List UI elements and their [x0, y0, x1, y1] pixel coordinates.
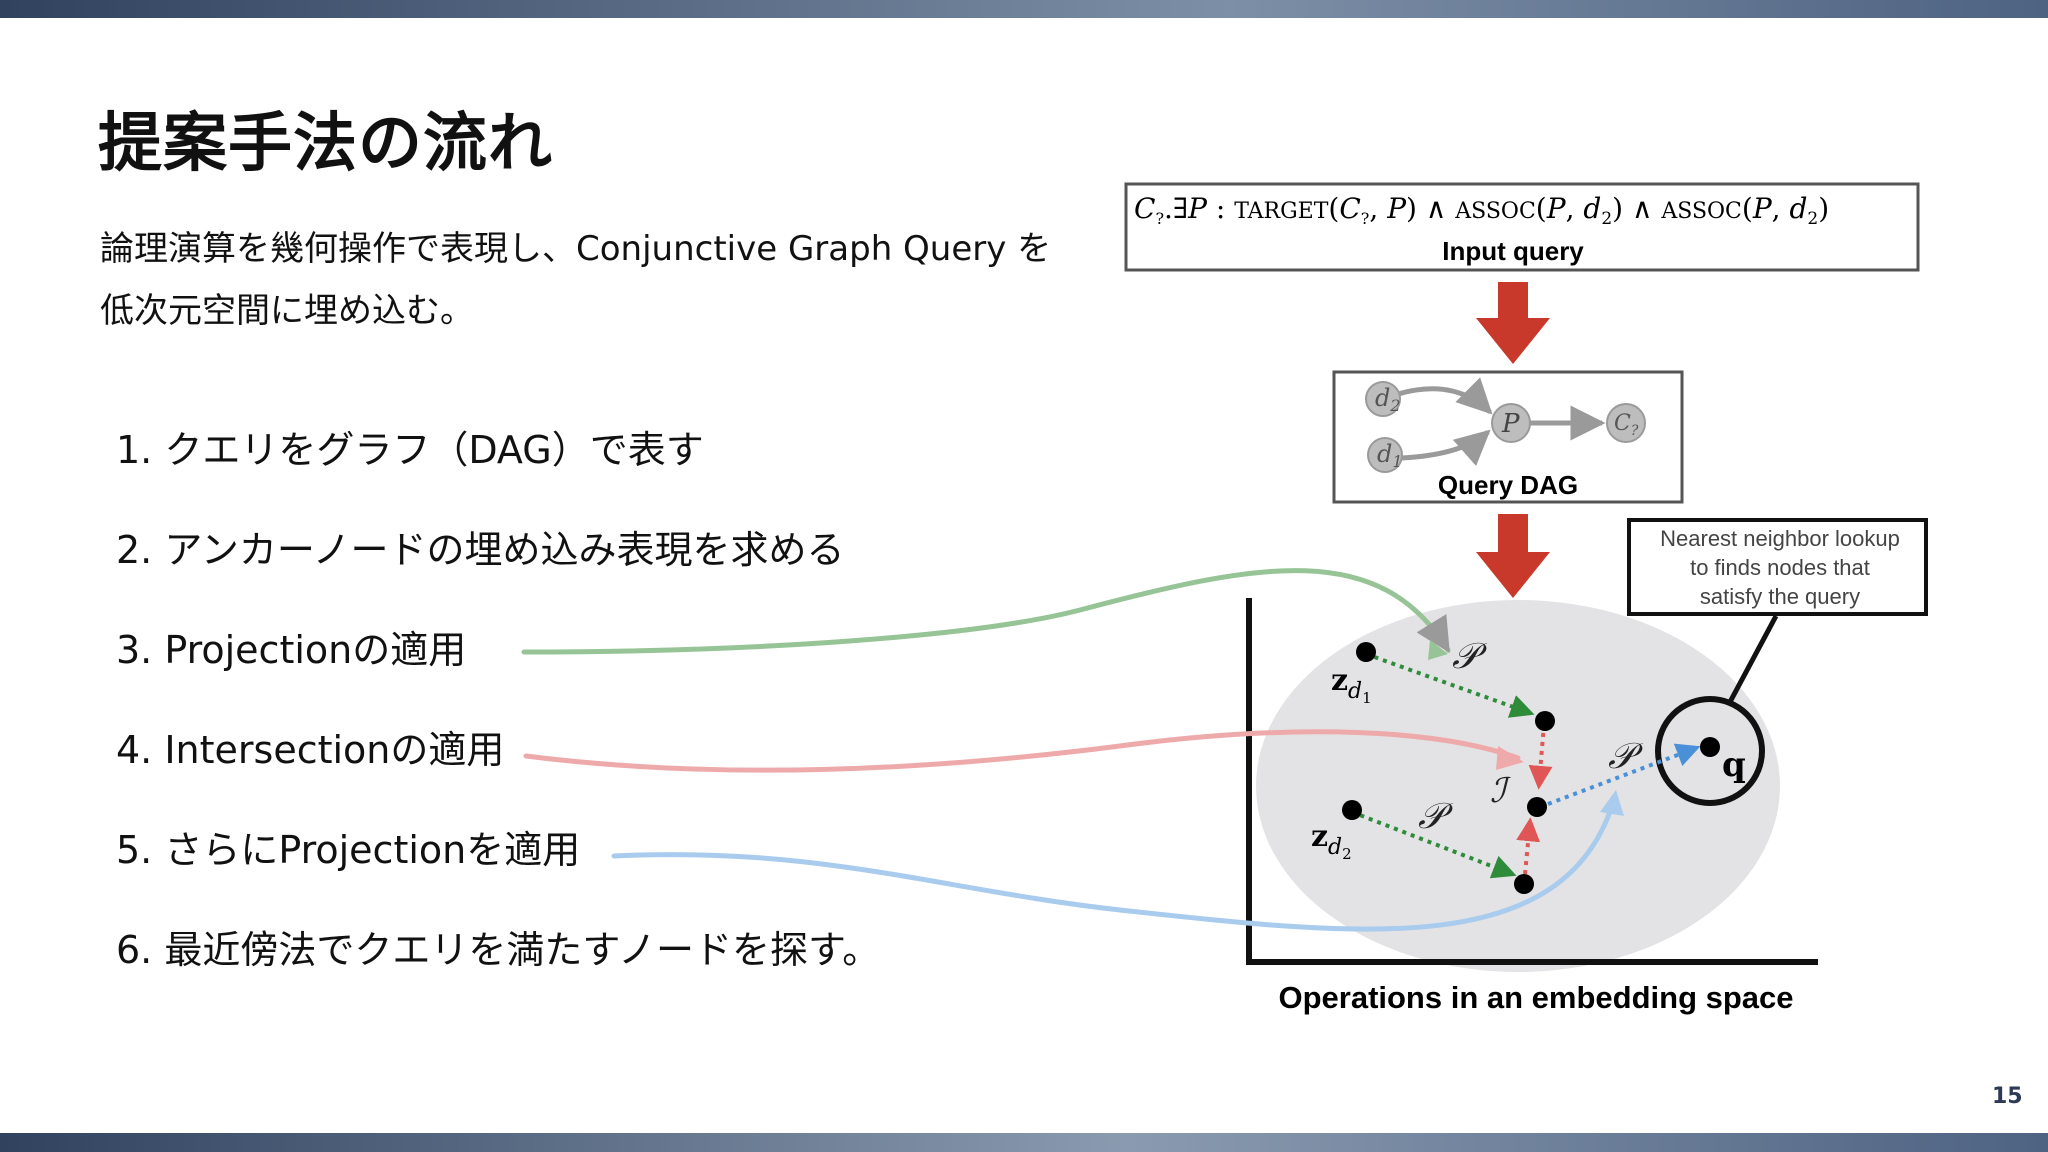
input-query-box [1124, 182, 1920, 272]
step-item: 5. さらにProjectionを適用 [116, 828, 581, 872]
step-item: 2. アンカーノードの埋め込み表現を求める [116, 528, 845, 572]
page-number: 15 [1992, 1084, 2023, 1109]
down-arrow-icon [1476, 282, 1550, 364]
callout-pointer [1727, 614, 1779, 704]
intersection-arrow [1528, 723, 1553, 790]
label-zd2: zd2 [1311, 819, 1352, 863]
answer-circle [1655, 696, 1765, 806]
dag-node-c [1606, 403, 1646, 443]
connector-arrowhead-icon [1496, 746, 1524, 770]
projection-arrow [1365, 652, 1535, 718]
bottom-accent-bar [0, 1133, 2048, 1152]
connector-projection-2 [611, 803, 1615, 932]
lookup-line-2: to finds nodes that [1690, 555, 1870, 580]
connector-projection [521, 568, 1451, 655]
query-point [1700, 737, 1720, 757]
lookup-line-1: Nearest neighbor lookup [1660, 526, 1900, 551]
lookup-line-3: satisfy the query [1700, 584, 1860, 609]
label-q: q [1722, 745, 1746, 785]
connector-intersection [523, 729, 1521, 773]
embedding-point [1514, 874, 1534, 894]
lookup-callout [1627, 518, 1928, 616]
dag-edge [1397, 377, 1493, 415]
step-item: 6. 最近傍法でクエリを満たすノードを探す。 [116, 928, 881, 972]
embedding-axes [1246, 598, 1818, 965]
top-accent-bar [0, 0, 2048, 18]
input-formula: C?.∃P : TARGET(C?, P) ∧ ASSOC(P, d2) ∧ A… [1134, 192, 1829, 229]
query-dag-label: Query DAG [1438, 470, 1578, 500]
dag-node-d1 [1367, 437, 1403, 473]
dag-node-p [1491, 403, 1531, 443]
embedding-point-zd1 [1356, 642, 1376, 662]
intro-line-2: 低次元空間に埋め込む。 [100, 291, 474, 331]
intro-text: 論理演算を幾何操作で表現し、Conjunctive Graph Query を … [100, 218, 1080, 342]
dag-label-c: C? [1614, 411, 1639, 439]
connector-arrowhead-icon [1600, 790, 1624, 816]
step-list: 1. クエリをグラフ（DAG）で表す 2. アンカーノードの埋め込み表現を求める… [116, 420, 880, 1020]
slide-title: 提案手法の流れ [98, 107, 553, 181]
intersection-symbol: ℐ [1490, 771, 1511, 811]
embedding-point [1527, 797, 1547, 817]
input-query-label: Input query [1442, 236, 1584, 266]
intro-line-1: 論理演算を幾何操作で表現し、Conjunctive Graph Query を [100, 229, 1052, 269]
projection-arrow [1351, 810, 1517, 879]
connector-arrowhead-icon [1428, 640, 1448, 660]
dag-label-d1: d1 [1377, 440, 1403, 471]
dag-label-p: P [1501, 409, 1520, 439]
dag-node-d2 [1365, 381, 1401, 417]
step-item: 3. Projectionの適用 [116, 628, 467, 672]
step-item: 4. Intersectionの適用 [116, 728, 505, 772]
embedding-point-zd2 [1342, 800, 1362, 820]
down-arrow-icon [1476, 514, 1550, 598]
dag-label-d2: d2 [1375, 384, 1401, 415]
step-item: 1. クエリをグラフ（DAG）で表す [116, 428, 704, 472]
label-zd1: zd1 [1331, 663, 1372, 707]
embedding-region [1256, 600, 1780, 972]
embedding-point [1535, 711, 1555, 731]
embedding-label: Operations in an embedding space [1278, 980, 1793, 1015]
dag-edge [1401, 429, 1491, 467]
